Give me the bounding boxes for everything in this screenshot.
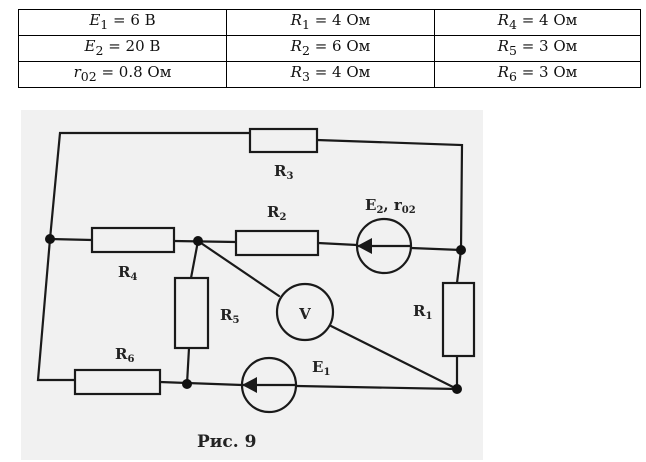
parameters-table: E1 = 6 В R1 = 4 Ом R4 = 4 Ом E2 = 20 В R… [18, 9, 641, 88]
label-r4: R4 [118, 263, 137, 283]
node-bottom-right [452, 384, 462, 394]
wire-mid-right [316, 241, 359, 247]
wire-v-left [196, 239, 281, 298]
label-r2: R2 [267, 203, 286, 223]
wire-mid-left [48, 237, 94, 242]
source-e1 [240, 356, 298, 414]
circuit-diagram: V R3 R2 R4 R5 R1 R6 E2, r02 E1 Рис. 9 [36, 127, 476, 452]
param-e2: E2 = 20 В [18, 35, 227, 62]
node-mid [193, 236, 203, 246]
resistor-r4 [90, 226, 176, 254]
wire-r5-top [189, 239, 200, 280]
voltmeter: V [275, 282, 335, 342]
resistor-r1 [441, 281, 476, 358]
param-r1: R1 = 4 Ом [226, 9, 435, 36]
source-e2 [355, 217, 413, 275]
wire-bottom-left [158, 380, 244, 387]
resistor-r2 [234, 229, 320, 257]
label-r3: R3 [274, 162, 293, 182]
wire-mid-end [409, 246, 463, 252]
wire-r5-bottom [185, 346, 191, 386]
label-r6: R6 [115, 345, 134, 365]
circuit-figure: V R3 R2 R4 R5 R1 R6 E2, r02 E1 Рис. 9 [21, 110, 483, 460]
resistor-r3 [248, 127, 319, 154]
node-bottom-left [182, 379, 192, 389]
param-e1: E1 = 6 В [18, 9, 227, 36]
resistor-r5 [173, 276, 210, 350]
label-e1: E1 [312, 358, 330, 378]
label-e2: E2, r02 [365, 196, 416, 216]
wire-v-right [329, 324, 459, 391]
param-r6: R6 = 3 Ом [434, 61, 641, 88]
table-row: E1 = 6 В R1 = 4 Ом R4 = 4 Ом [18, 9, 641, 36]
wire-r1-top [455, 248, 463, 285]
wire-top-right [315, 138, 464, 252]
param-r02: r02 = 0.8 Ом [18, 61, 227, 88]
label-r1: R1 [413, 302, 432, 322]
table-row: r02 = 0.8 Ом R3 = 4 Ом R6 = 3 Ом [18, 61, 641, 88]
param-r3: R3 = 4 Ом [226, 61, 435, 88]
param-r2: R2 = 6 Ом [226, 35, 435, 62]
wire-left [36, 237, 77, 382]
wire-bottom-right [295, 384, 459, 391]
table-row: E2 = 20 В R2 = 6 Ом R5 = 3 Ом [18, 35, 641, 62]
node-right [456, 245, 466, 255]
wire-top [48, 131, 252, 241]
resistor-r6 [73, 368, 162, 396]
wire-mid-center [172, 239, 238, 244]
label-r5: R5 [220, 306, 239, 326]
voltmeter-label: V [298, 305, 311, 323]
node-left [45, 234, 55, 244]
param-r5: R5 = 3 Ом [434, 35, 641, 62]
figure-caption: Рис. 9 [197, 432, 256, 452]
param-r4: R4 = 4 Ом [434, 9, 641, 36]
